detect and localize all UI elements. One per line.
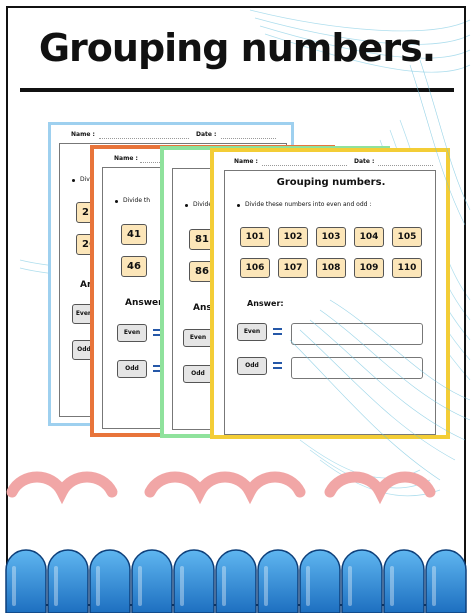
worksheet-body: Grouping numbers. Divide these numbers i… — [224, 170, 436, 435]
worksheet-preview-4: Name : Date : Grouping numbers. Divide t… — [210, 148, 450, 439]
worksheet-title: Grouping numbers. — [276, 177, 386, 188]
date-label: Date : — [196, 131, 217, 138]
answer-heading: Answ — [193, 303, 221, 313]
answer-heading: Ans — [80, 280, 99, 290]
even-label: Even — [237, 323, 267, 341]
blue-arch-border — [5, 549, 467, 613]
equals-icon — [153, 329, 162, 336]
instruction-text: Divide — [193, 201, 213, 208]
odd-label: Odd — [117, 360, 147, 378]
name-line — [99, 138, 189, 139]
number-box: 105 — [392, 227, 422, 247]
name-line — [262, 165, 347, 166]
number-box: 110 — [392, 258, 422, 278]
equals-icon — [153, 365, 162, 372]
odd-answer-box[interactable] — [291, 357, 423, 379]
instruction-text: Divide these numbers into even and odd : — [245, 201, 372, 208]
number-box: 101 — [240, 227, 270, 247]
equals-icon — [273, 328, 282, 335]
equals-icon — [273, 362, 282, 369]
odd-label: Odd — [237, 357, 267, 375]
number-box: 41 — [121, 224, 147, 245]
number-box: 104 — [354, 227, 384, 247]
even-answer-box[interactable] — [291, 323, 423, 345]
number-box: 106 — [240, 258, 270, 278]
bullet — [185, 204, 188, 207]
date-label: Date : — [354, 158, 375, 165]
number-box: 103 — [316, 227, 346, 247]
date-line — [221, 138, 276, 139]
even-label: Even — [117, 324, 147, 342]
name-label: Name : — [71, 131, 95, 138]
title-underline — [20, 88, 454, 92]
number-box: 107 — [278, 258, 308, 278]
number-box: 46 — [121, 256, 147, 277]
bullet — [237, 204, 240, 207]
number-box: 102 — [278, 227, 308, 247]
page-title: Grouping numbers. — [38, 26, 436, 70]
answer-heading: Answer: — [247, 299, 284, 308]
answer-heading: Answer — [125, 298, 163, 308]
instruction-text: Divide th — [123, 197, 151, 204]
instruction-text: Divi — [80, 176, 92, 183]
date-line — [378, 165, 433, 166]
bullet — [72, 179, 75, 182]
number-box: 109 — [354, 258, 384, 278]
bullet — [115, 200, 118, 203]
number-box: 108 — [316, 258, 346, 278]
name-label: Name : — [234, 158, 258, 165]
name-label: Name : — [114, 155, 138, 162]
